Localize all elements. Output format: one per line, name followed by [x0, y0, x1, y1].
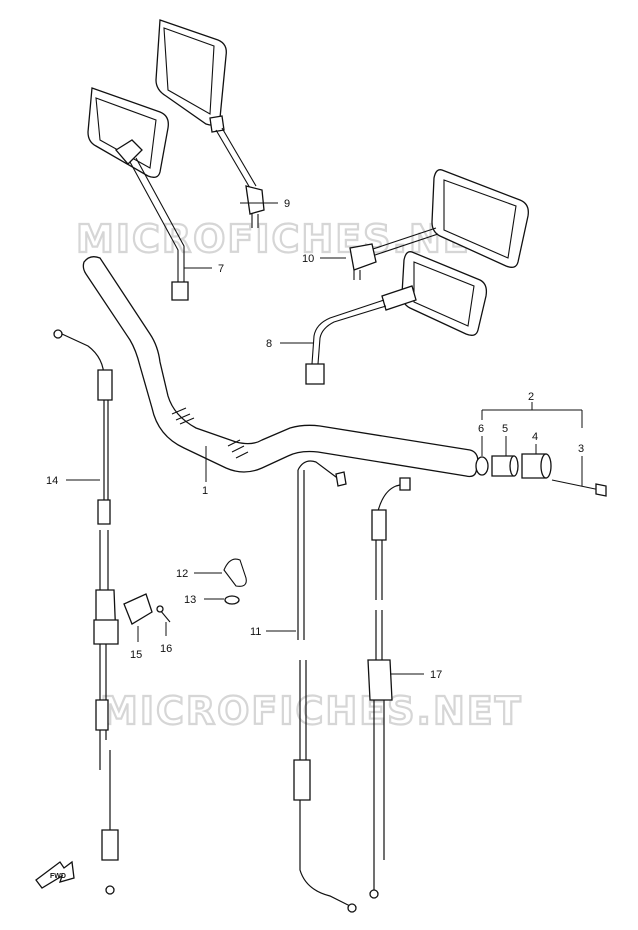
- callout-10: 10: [302, 253, 314, 265]
- washer-6: [475, 456, 489, 476]
- bar-end-weight-assembly[interactable]: [475, 453, 607, 497]
- fwd-arrow-icon: FWD: [35, 860, 75, 889]
- svg-text:FWD: FWD: [50, 873, 66, 880]
- callout-12: 12: [176, 568, 188, 580]
- screw-16[interactable]: [156, 605, 171, 623]
- mirror-10[interactable]: [349, 169, 529, 280]
- bolt-3: [551, 479, 601, 491]
- callout-5: 5: [502, 423, 508, 435]
- callout-17: 17: [430, 669, 442, 681]
- callout-13: 13: [184, 594, 196, 606]
- mirror-8[interactable]: [305, 251, 488, 385]
- cable-17[interactable]: [367, 477, 411, 899]
- callout-8: 8: [266, 338, 272, 350]
- callout-3: 3: [578, 443, 584, 455]
- callout-1: 1: [202, 485, 208, 497]
- clamp-12[interactable]: [223, 558, 247, 587]
- washer-13[interactable]: [224, 595, 240, 605]
- watermark-bottom: MICROFICHES.NET: [100, 689, 523, 733]
- watermark-top: MICROFICHES.NET: [76, 217, 499, 261]
- callout-6: 6: [478, 423, 484, 435]
- bracket-15[interactable]: [123, 593, 153, 625]
- callout-9: 9: [284, 198, 290, 210]
- callout-2: 2: [528, 391, 534, 403]
- cable-11[interactable]: [293, 460, 357, 913]
- throttle-cable-14[interactable]: [53, 329, 119, 895]
- callout-11: 11: [250, 626, 261, 638]
- callout-labels: 9 7 10 8 1 2 6 5 4 3 14 12 13 11 15 16 1: [46, 198, 584, 681]
- callout-14: 14: [46, 475, 58, 487]
- mirror-7[interactable]: [87, 87, 189, 301]
- callout-16: 16: [160, 643, 172, 655]
- callout-15: 15: [130, 649, 142, 661]
- callout-7: 7: [218, 263, 224, 275]
- mirror-9[interactable]: [155, 19, 265, 228]
- callout-4: 4: [532, 431, 538, 443]
